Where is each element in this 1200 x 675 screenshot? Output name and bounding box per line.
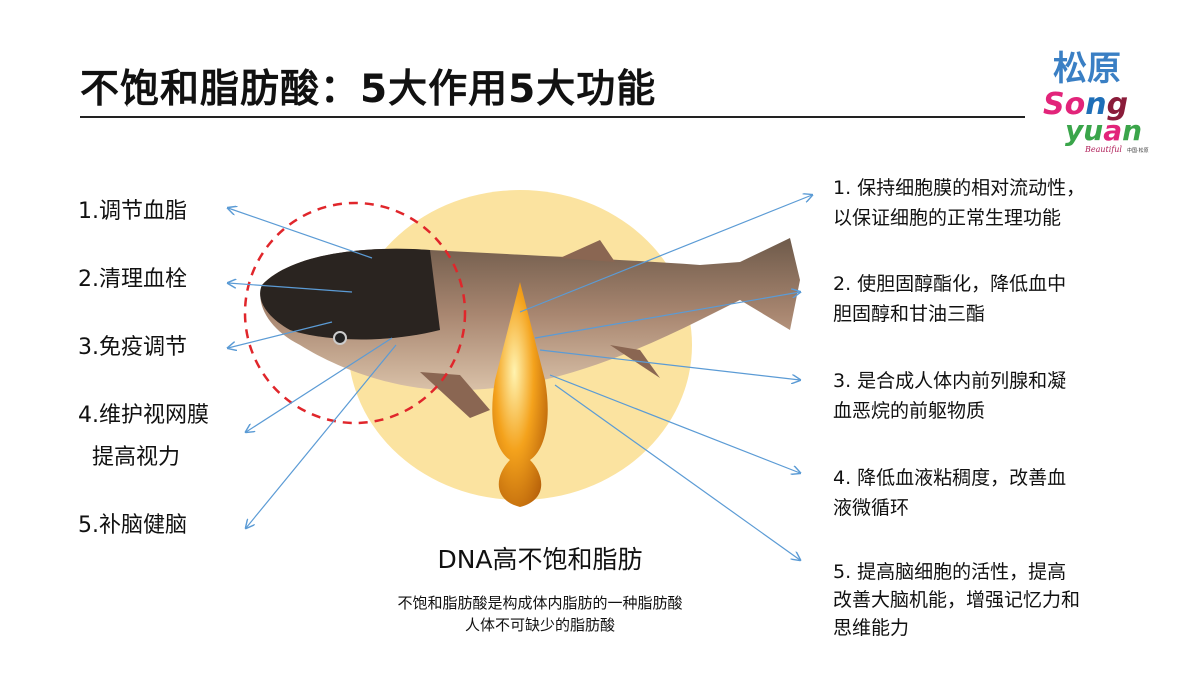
title-divider	[80, 116, 1025, 118]
arrow-right-3	[539, 349, 800, 380]
left-item-2: 2.清理血栓	[78, 267, 187, 292]
right-item-1: 1. 保持细胞膜的相对流动性， 以保证细胞的正常生理功能	[833, 173, 1085, 233]
arrow-left-4	[246, 337, 393, 432]
arrow-right-1	[519, 195, 812, 313]
right-item-5-line2: 改善大脑机能，增强记忆力和	[833, 589, 1081, 611]
right-item-5-line1: 5. 提高脑细胞的活性，提高	[833, 561, 1067, 583]
fish	[260, 238, 800, 418]
right-item-2-line2: 胆固醇和甘油三酯	[833, 303, 986, 325]
svg-text:中国·松原: 中国·松原	[1127, 147, 1149, 154]
oil-drop-icon	[492, 282, 548, 507]
right-item-1-line1: 1. 保持细胞膜的相对流动性，	[833, 177, 1086, 199]
svg-text:Song: Song	[1043, 87, 1128, 122]
arrow-left-5	[246, 344, 397, 528]
right-item-4-line2: 液微循环	[833, 497, 910, 519]
caption-text: 不饱和脂肪酸是构成体内脂肪的一种脂肪酸 人体不可缺少的脂肪酸	[330, 592, 750, 636]
right-item-3-line2: 血恶烷的前躯物质	[833, 400, 986, 422]
left-item-4: 4.维护视网膜	[78, 403, 209, 428]
arrow-left-1	[228, 208, 373, 259]
right-item-1-line2: 以保证细胞的正常生理功能	[833, 207, 1062, 229]
arrow-left-2	[228, 283, 353, 293]
left-item-4b: 提高视力	[92, 445, 181, 470]
left-item-5: 5.补脑健脑	[78, 513, 187, 538]
svg-text:yuan: yuan	[1065, 114, 1142, 147]
left-item-3: 3.免疫调节	[78, 335, 187, 360]
right-item-2: 2. 使胆固醇酯化，降低血中 胆固醇和甘油三酯	[833, 269, 1066, 329]
right-item-5: 5. 提高脑细胞的活性，提高 改善大脑机能，增强记忆力和 思维能力	[833, 558, 1080, 642]
arrow-right-2	[534, 292, 800, 339]
right-item-4: 4. 降低血液粘稠度，改善血 液微循环	[833, 463, 1066, 523]
arrow-right-4	[549, 374, 800, 473]
left-item-1: 1.调节血脂	[78, 199, 187, 224]
right-item-4-line1: 4. 降低血液粘稠度，改善血	[833, 467, 1067, 489]
songyuan-logo: 松原 Song yuan Beautiful 中国·松原	[1035, 42, 1155, 157]
head-highlight-circle	[243, 201, 467, 425]
caption-heading: DNA高不饱和脂肪	[437, 545, 643, 574]
logo-chinese: 松原	[1053, 49, 1121, 89]
arrow-left-3	[228, 321, 333, 348]
right-item-3: 3. 是合成人体内前列腺和凝 血恶烷的前躯物质	[833, 366, 1066, 426]
svg-text:Beautiful: Beautiful	[1084, 145, 1122, 154]
caption-line-2: 人体不可缺少的脂肪酸	[464, 616, 615, 634]
right-item-2-line1: 2. 使胆固醇酯化，降低血中	[833, 273, 1067, 295]
arrow-right-5	[554, 384, 800, 560]
right-item-5-line3: 思维能力	[833, 617, 910, 639]
page-title: 不饱和脂肪酸：5大作用5大功能	[80, 67, 657, 112]
caption-line-1: 不饱和脂肪酸是构成体内脂肪的一种脂肪酸	[397, 594, 683, 612]
right-item-3-line1: 3. 是合成人体内前列腺和凝	[833, 370, 1067, 392]
